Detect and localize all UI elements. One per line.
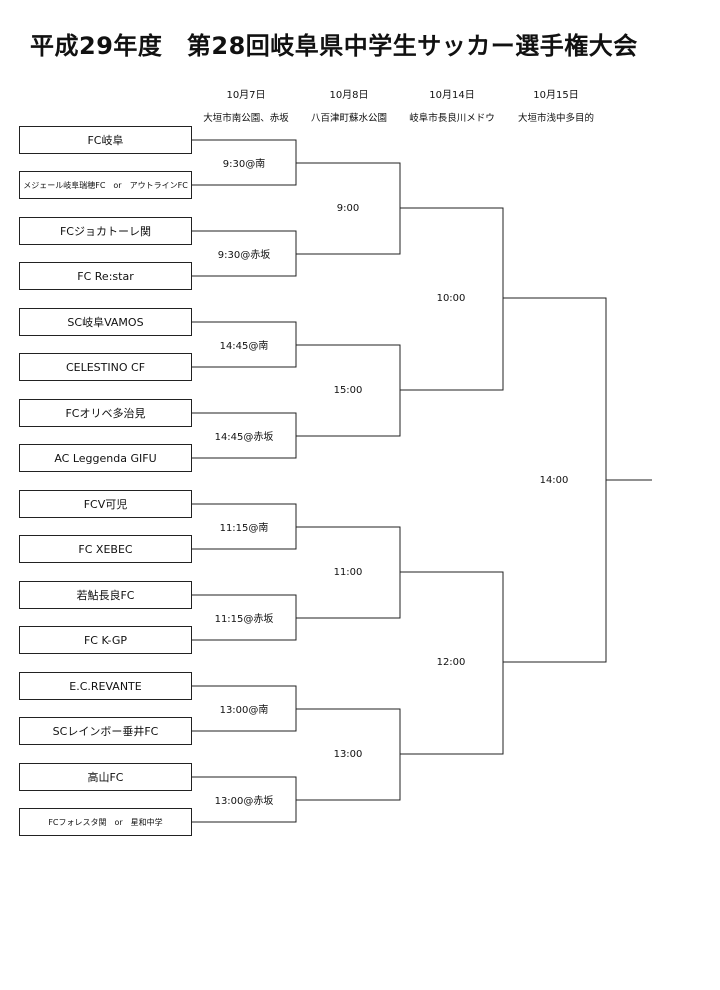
team-box-8: AC Leggenda GIFU [19,444,192,472]
page-title: 平成29年度 第28回岐阜県中学生サッカー選手権大会 [30,32,638,60]
match-time-r2-1: 9:00 [336,203,360,214]
bracket-r3-m1 [400,207,504,391]
team-box-12: FC K-GP [19,626,192,654]
match-time-r1-2: 9:30@赤坂 [217,250,271,261]
team-box-5: SC岐阜VAMOS [19,308,192,336]
match-time-r2-4: 13:00 [333,749,363,760]
team-box-11: 若鮎長良FC [19,581,192,609]
match-time-r1-8: 13:00@赤坂 [214,796,274,807]
match-time-final: 14:00 [539,475,569,486]
match-time-r2-3: 11:00 [333,567,363,578]
team-box-15: 高山FC [19,763,192,791]
match-time-r3-2: 12:00 [436,657,466,668]
team-box-3: FCジョカトーレ関 [19,217,192,245]
bracket-r3-m2 [400,571,504,755]
team-box-2: メジェール岐阜瑞穂FC or アウトラインFC [19,171,192,199]
team-box-1: FC岐阜 [19,126,192,154]
round3-venue: 岐阜市長良川メドウ [409,113,495,124]
team-box-7: FCオリベ多治見 [19,399,192,427]
round1-venue: 大垣市南公園、赤坂 [203,113,289,124]
round1-date: 10月7日 [226,90,266,101]
match-time-r1-7: 13:00@南 [219,705,269,716]
match-time-r2-2: 15:00 [333,385,363,396]
match-time-r1-3: 14:45@南 [219,341,269,352]
round3-date: 10月14日 [429,90,475,101]
team-box-9: FCV可児 [19,490,192,518]
round4-venue: 大垣市浅中多目的 [517,113,595,124]
match-time-r1-1: 9:30@南 [222,159,266,170]
match-time-r1-4: 14:45@赤坂 [214,432,274,443]
round2-venue: 八百津町蘇水公園 [310,113,388,124]
match-time-r1-6: 11:15@赤坂 [214,614,274,625]
team-box-6: CELESTINO CF [19,353,192,381]
match-time-r3-1: 10:00 [436,293,466,304]
team-box-10: FC XEBEC [19,535,192,563]
team-box-16: FCフォレスタ関 or 星和中学 [19,808,192,836]
team-box-13: E.C.REVANTE [19,672,192,700]
team-box-14: SCレインボー垂井FC [19,717,192,745]
round2-date: 10月8日 [329,90,369,101]
round4-date: 10月15日 [533,90,579,101]
team-box-4: FC Re:star [19,262,192,290]
match-time-r1-5: 11:15@南 [219,523,269,534]
